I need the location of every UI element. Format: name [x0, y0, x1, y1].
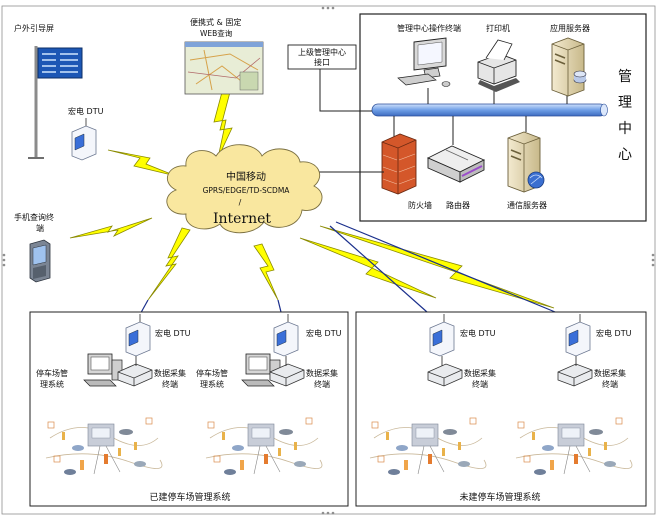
- dtu-built-2-label: 宏电 DTU: [306, 328, 342, 338]
- firewall-icon: [381, 133, 417, 195]
- dtu-built-1-label: 宏电 DTU: [155, 328, 191, 338]
- parking-lot-1: [39, 397, 163, 479]
- svg-text:理: 理: [618, 95, 632, 111]
- mgmt-center-label: 管 理 中 心: [618, 69, 632, 163]
- network-bus: [371, 103, 607, 117]
- printer-label: 打印机: [486, 23, 510, 33]
- parking-lot-2: [199, 397, 323, 479]
- collector-3-label-2: 终端: [472, 379, 488, 389]
- frame-handles: [2, 6, 655, 515]
- dtu-unbuilt-2-label: 宏电 DTU: [596, 328, 632, 338]
- operator-terminal-icon: [397, 37, 451, 87]
- cloud-label-1: 中国移动: [226, 170, 266, 183]
- phone-label-1: 手机查询终: [14, 212, 54, 222]
- collector-1-label-1: 数据采集: [154, 368, 186, 378]
- lot-pc-2-label-1: 停车场管: [196, 368, 228, 378]
- built-system-label: 已建停车场管理系统: [149, 491, 230, 503]
- dtu-unbuilt-1-label: 宏电 DTU: [460, 328, 496, 338]
- mobile-network-cloud: [166, 144, 323, 234]
- collector-4-label-1: 数据采集: [594, 368, 626, 378]
- router-label: 路由器: [446, 200, 470, 210]
- app-server-label: 应用服务器: [550, 23, 590, 33]
- firewall-label: 防火墙: [408, 200, 432, 210]
- operator-terminal-label: 管理中心操作终端: [397, 23, 461, 33]
- svg-text:心: 心: [618, 147, 632, 163]
- upper-center-label-1: 上级管理中心: [298, 47, 346, 57]
- unbuilt-system-label: 未建停车场管理系统: [459, 491, 540, 503]
- collector-2-label-2: 终端: [314, 379, 330, 389]
- cloud-label-4: Internet: [213, 211, 271, 227]
- cloud-label-2: GPRS/EDGE/TD-SCDMA: [203, 186, 291, 195]
- phone-label-2: 端: [36, 223, 44, 233]
- portable-label-2: WEB查询: [200, 28, 233, 38]
- collector-4-label-2: 终端: [602, 379, 618, 389]
- upper-center-label-2: 接口: [314, 57, 330, 67]
- collector-2-label-1: 数据采集: [306, 368, 338, 378]
- lot-pc-1-label-2: 理系统: [40, 379, 64, 389]
- app-server-icon: [551, 37, 587, 97]
- collector-1-label-2: 终端: [162, 379, 178, 389]
- lot-pc-2-label-2: 理系统: [200, 379, 224, 389]
- upper-center-interface-box: [287, 44, 357, 70]
- phone-icon: [29, 239, 51, 283]
- parking-lot-4: [509, 397, 633, 479]
- dtu-top-left-label: 宏电 DTU: [68, 106, 104, 116]
- router-icon: [426, 145, 486, 183]
- parking-lot-3: [363, 397, 487, 479]
- outdoor-screen-icon: [28, 46, 83, 159]
- dtu-top-left-icon: [71, 117, 97, 161]
- svg-text:管: 管: [618, 69, 632, 85]
- collector-3-label-1: 数据采集: [464, 368, 496, 378]
- web-map-icon: [184, 41, 264, 95]
- printer-icon: [477, 39, 520, 92]
- upper-center-link: [319, 69, 372, 112]
- svg-text:中: 中: [618, 121, 632, 137]
- lot-pc-1-label-1: 停车场管: [36, 368, 68, 378]
- comm-server-icon: [507, 131, 545, 193]
- portable-label-1: 便携式 & 固定: [190, 17, 241, 27]
- outdoor-screen-label: 户外引导屏: [14, 23, 54, 33]
- cloud-label-3: /: [239, 198, 242, 207]
- comm-server-label: 通信服务器: [507, 200, 547, 210]
